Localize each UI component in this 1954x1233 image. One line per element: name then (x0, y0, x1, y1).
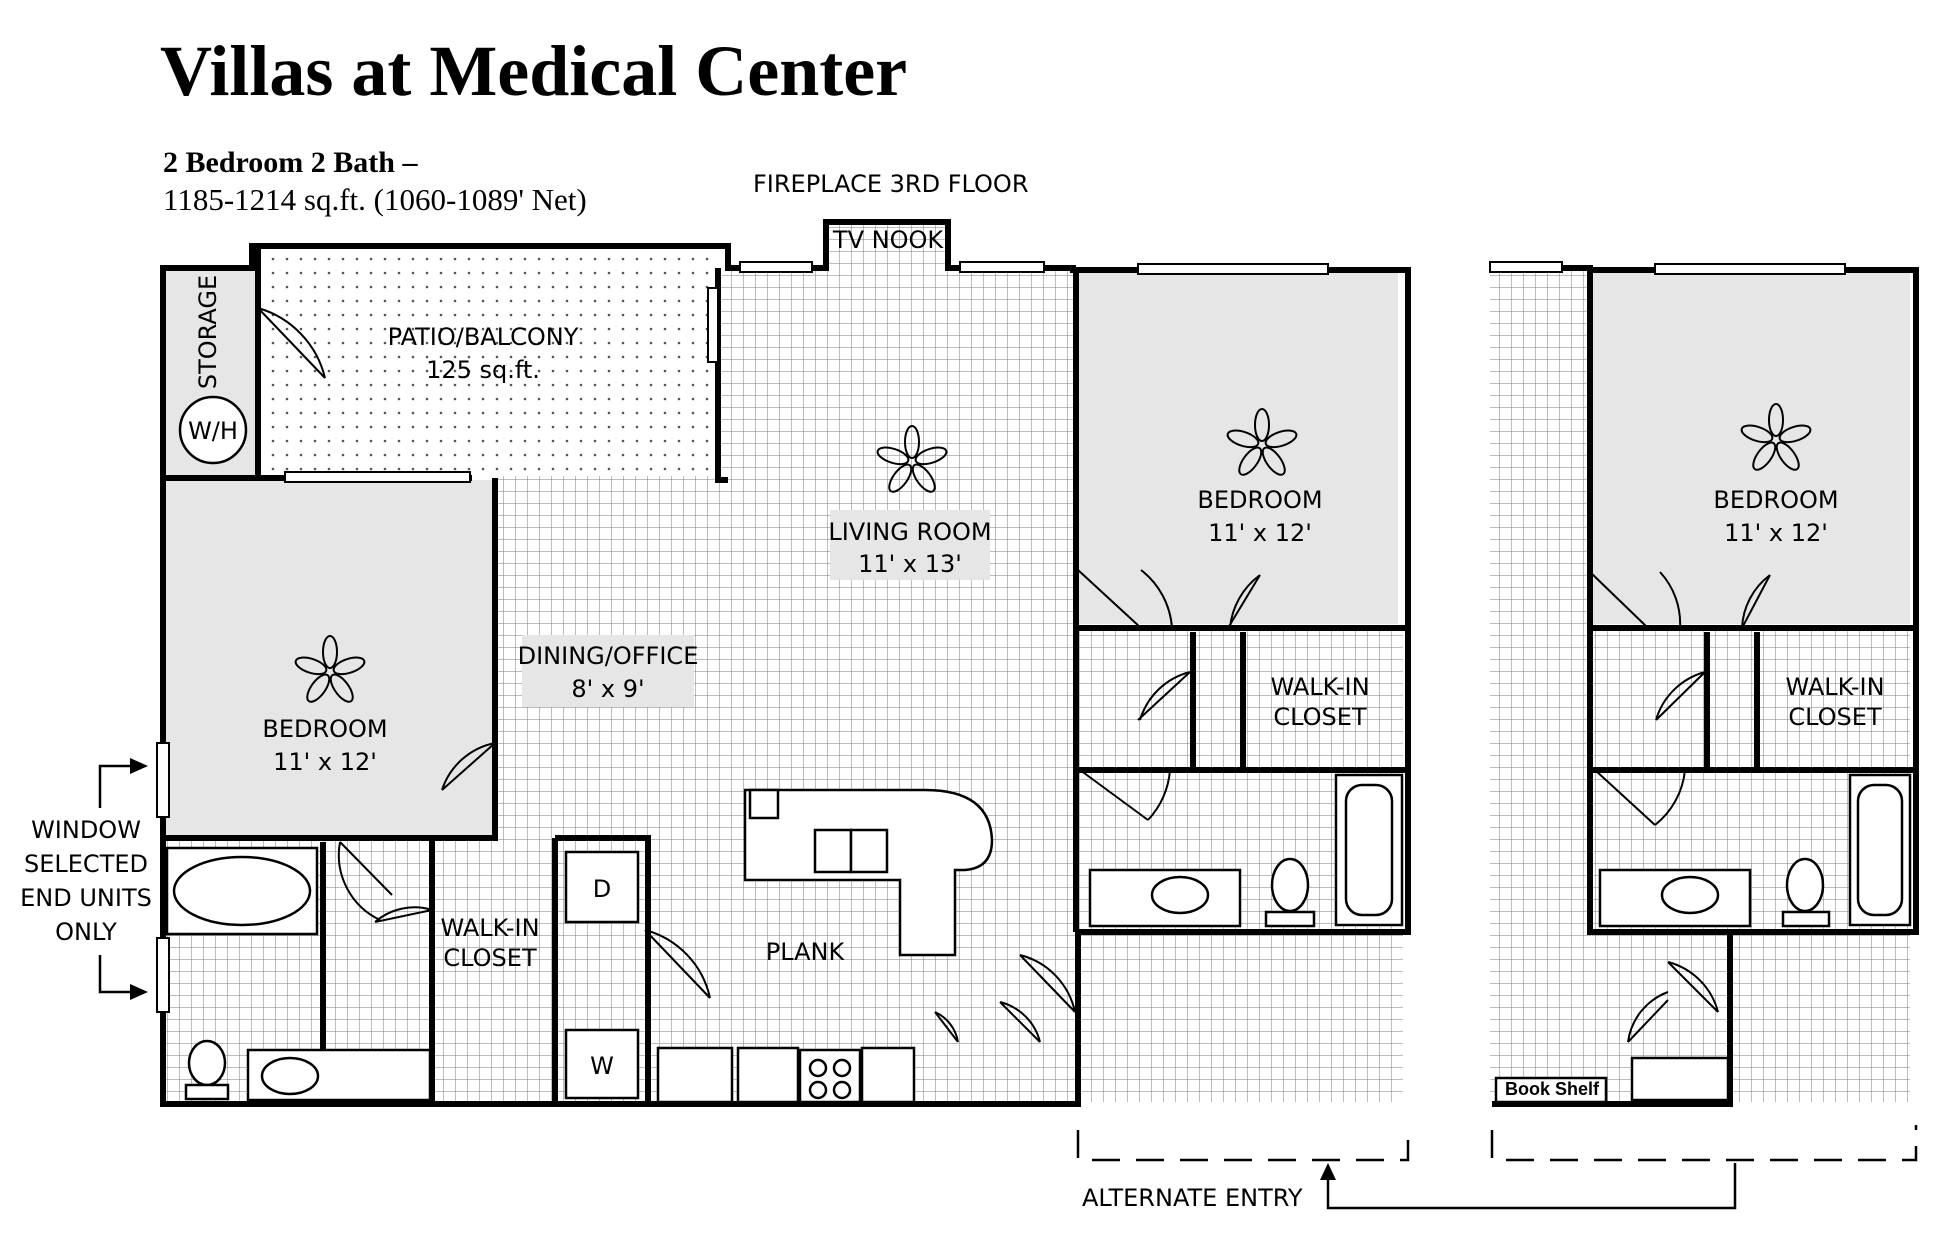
unit-type: 2 Bedroom 2 Bath – (163, 146, 418, 179)
dining-name: DINING/OFFICE (518, 642, 699, 670)
ceiling-fan-icon-bedroom-1 (294, 635, 366, 703)
patio-size: 125 sq.ft. (426, 356, 540, 384)
window-note: WINDOW SELECTED END UNITS ONLY (20, 758, 152, 1000)
alternate-entry: ALTERNATE ENTRY (1076, 1125, 1918, 1212)
walkin-2-line1: WALK-IN (1270, 673, 1369, 701)
alternate-entry-label: ALTERNATE ENTRY (1082, 1184, 1303, 1212)
bedroom-alt-name: BEDROOM (1713, 486, 1838, 514)
window-note-line1: WINDOW (31, 816, 141, 844)
walkin-1-line2: CLOSET (443, 944, 537, 972)
plank-label: PLANK (766, 938, 846, 966)
book-shelf-label: Book Shelf (1505, 1079, 1600, 1099)
walkin-1-line1: WALK-IN (440, 914, 539, 942)
doors (257, 307, 1771, 1043)
windows (156, 261, 1846, 1013)
living-room-size: 11' x 13' (858, 550, 962, 578)
washer-label: W (590, 1052, 614, 1080)
bedroom-2-name: BEDROOM (1197, 486, 1322, 514)
fireplace-note: FIREPLACE 3RD FLOOR (753, 170, 1029, 198)
bedroom-2-size: 11' x 12' (1208, 519, 1312, 547)
page-title: Villas at Medical Center (160, 31, 907, 111)
patio-name: PATIO/BALCONY (388, 323, 579, 351)
dryer-label: D (593, 875, 611, 903)
storage-label: STORAGE (194, 275, 222, 389)
ceiling-fan-icon-bedroom-alt (1740, 403, 1812, 471)
bedroom-alt-size: 11' x 12' (1724, 519, 1828, 547)
water-heater-label: W/H (188, 417, 238, 445)
window-note-line4: ONLY (55, 918, 117, 946)
window-note-line3: END UNITS (20, 884, 152, 912)
walkin-2-line2: CLOSET (1273, 703, 1367, 731)
window-note-line2: SELECTED (24, 850, 148, 878)
ceiling-fan-icon-living (876, 425, 948, 493)
bedroom-1-size: 11' x 12' (273, 748, 377, 776)
living-room-name: LIVING ROOM (828, 518, 991, 546)
walls-alt (1492, 265, 1919, 1107)
walkin-alt-line1: WALK-IN (1785, 673, 1884, 701)
floor-fills (163, 222, 1910, 1102)
fixtures: W/H D W (165, 395, 1912, 1104)
ceiling-fan-icon-bedroom-2 (1226, 408, 1298, 476)
bedroom-1-name: BEDROOM (262, 715, 387, 743)
walkin-alt-line2: CLOSET (1788, 703, 1882, 731)
dining-size: 8' x 9' (571, 675, 644, 703)
tv-nook-label: TV NOOK (832, 226, 944, 254)
room-labels: TV NOOK STORAGE PATIO/BALCONY 125 sq.ft.… (194, 226, 1885, 1099)
unit-size: 1185-1214 sq.ft. (1060-1089' Net) (163, 182, 587, 217)
